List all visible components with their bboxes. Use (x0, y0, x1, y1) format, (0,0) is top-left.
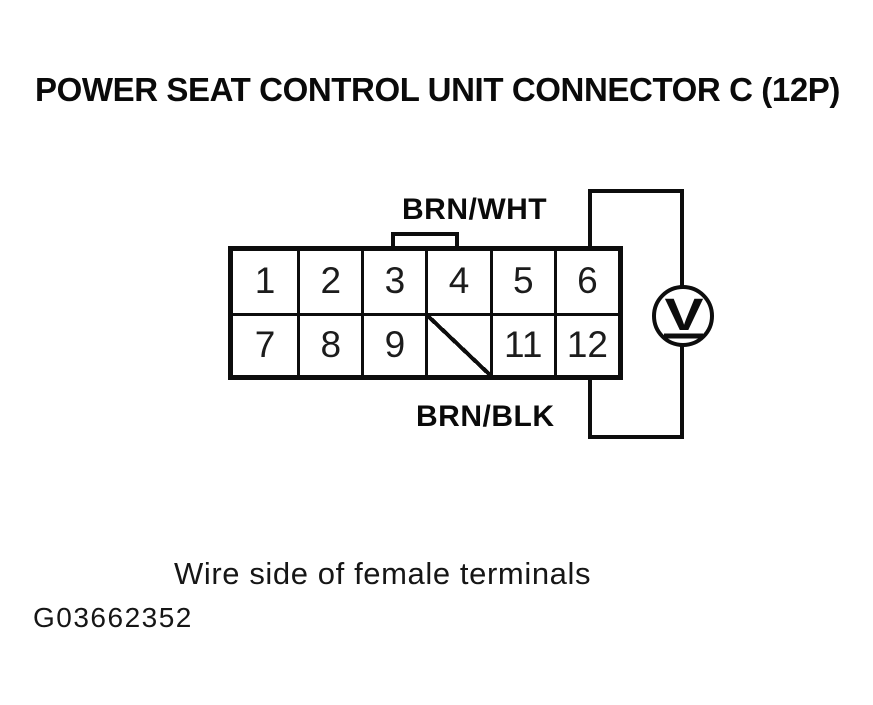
top-wire-color-label: BRN/WHT (402, 193, 548, 226)
pin-cell-5: 5 (489, 251, 554, 313)
pin-cell-6: 6 (553, 251, 618, 313)
connector-grid: 1 2 3 4 5 6 7 8 9 11 12 (228, 246, 623, 380)
pin-cell-3: 3 (361, 251, 425, 313)
pin-cell-1: 1 (254, 260, 276, 301)
voltmeter-circle-icon (652, 285, 714, 347)
pin-cell-11: 11 (489, 313, 554, 375)
pin-cell-9: 9 (361, 313, 426, 375)
pin-cell-12: 12 (553, 313, 618, 375)
pin-cell-7: 7 (233, 313, 298, 375)
figure-caption: Wire side of female terminals (174, 556, 592, 591)
pin-cell-2: 2 (297, 251, 361, 313)
figure-id: G03662352 (33, 602, 193, 633)
voltmeter-letter: V (664, 290, 703, 340)
pin-cell-4: 4 (425, 251, 489, 313)
pin-cell-10-blocked (425, 313, 490, 375)
page-title: POWER SEAT CONTROL UNIT CONNECTOR C (12P… (35, 71, 840, 108)
pin-cell-8: 8 (297, 313, 362, 375)
bottom-wire-color-label: BRN/BLK (416, 400, 555, 433)
